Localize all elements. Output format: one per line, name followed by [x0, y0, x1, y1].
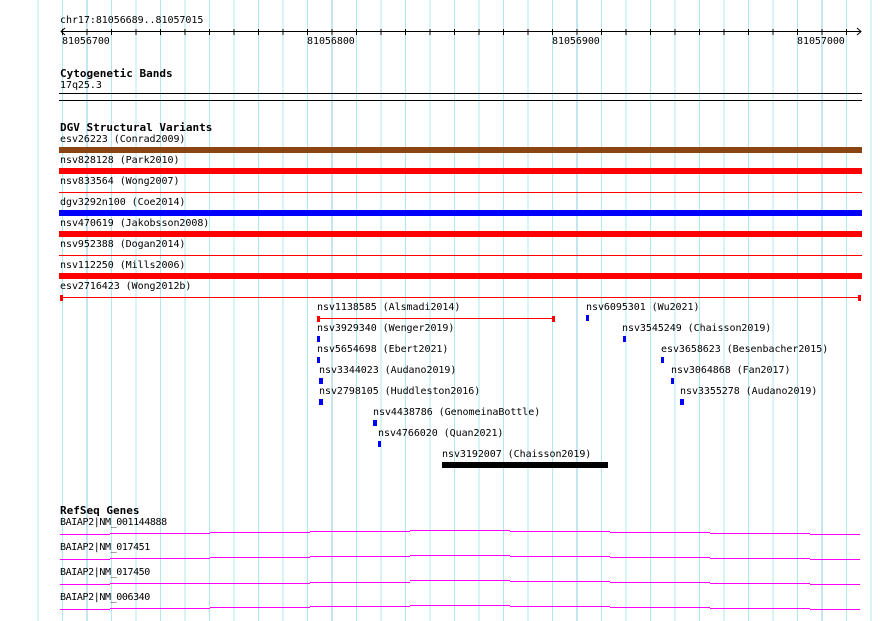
variant-block [661, 357, 664, 363]
variant-block [378, 441, 381, 447]
variant-start-cap [60, 295, 63, 301]
variant-end-cap [552, 316, 555, 322]
variant-end-cap [858, 295, 861, 301]
variant-label[interactable]: esv2716423 (Wong2012b) [60, 281, 192, 292]
ruler-right-arrow-icon [856, 27, 862, 36]
gene-label[interactable]: BAIAP2|NM_017450 [60, 567, 150, 578]
variant-label[interactable]: nsv5654698 (Ebert2021) [317, 344, 449, 355]
ruler-tick-label: 81056700 [62, 36, 110, 47]
variant-label[interactable]: nsv828128 (Park2010) [60, 155, 180, 166]
variant-block [671, 378, 674, 384]
variant-label[interactable]: nsv952388 (Dogan2014) [60, 239, 186, 250]
cytoband-track-title: Cytogenetic Bands [60, 67, 173, 80]
variant-bar [59, 231, 862, 237]
variant-bar [442, 462, 608, 468]
variant-label[interactable]: esv26223 (Conrad2009) [60, 134, 186, 145]
variant-label[interactable]: nsv4766020 (Quan2021) [378, 428, 504, 439]
variant-start-cap [317, 316, 320, 322]
gene-model [60, 555, 860, 560]
variant-label[interactable]: dgv3292n100 (Coe2014) [60, 197, 186, 208]
variant-label[interactable]: nsv2798105 (Huddleston2016) [319, 386, 481, 397]
variant-bar [59, 273, 862, 279]
variant-label[interactable]: nsv112250 (Mills2006) [60, 260, 186, 271]
variant-label[interactable]: nsv3355278 (Audano2019) [680, 386, 818, 397]
ruler-left-arrow-icon [60, 27, 66, 36]
variant-block [680, 399, 684, 405]
ruler-tick-label: 81056800 [307, 36, 355, 47]
ruler-location: chr17:81056689..81057015 [60, 15, 204, 26]
gene-model [60, 580, 860, 585]
dgv-track-title: DGV Structural Variants [60, 121, 213, 134]
variant-block [623, 336, 626, 342]
variant-block [319, 399, 323, 405]
variant-block [317, 357, 320, 363]
cytoband-label: 17q25.3 [60, 80, 102, 91]
variant-block [319, 378, 323, 384]
gene-label[interactable]: BAIAP2|NM_001144888 [60, 517, 167, 528]
gene-label[interactable]: BAIAP2|NM_006340 [60, 592, 150, 603]
ruler-tick-label: 81057000 [797, 36, 845, 47]
variant-bar [59, 147, 862, 153]
variant-label[interactable]: esv3658623 (Besenbacher2015) [661, 344, 829, 355]
variant-block [373, 420, 377, 426]
variant-label[interactable]: nsv4438786 (GenomeinaBottle) [373, 407, 541, 418]
variant-label[interactable]: nsv3064868 (Fan2017) [671, 365, 791, 376]
variant-label[interactable]: nsv6095301 (Wu2021) [586, 302, 700, 313]
variant-label[interactable]: nsv3929340 (Wenger2019) [317, 323, 455, 334]
variant-label[interactable]: nsv470619 (Jakobsson2008) [60, 218, 210, 229]
variant-bar [59, 168, 862, 174]
variant-block [317, 336, 320, 342]
variant-label[interactable]: nsv3192007 (Chaisson2019) [442, 449, 592, 460]
gene-model [60, 605, 860, 610]
variant-label[interactable]: nsv1138585 (Alsmadi2014) [317, 302, 461, 313]
variant-block [586, 315, 589, 321]
variant-label[interactable]: nsv833564 (Wong2007) [60, 176, 180, 187]
ruler-tick-label: 81056900 [552, 36, 600, 47]
gene-label[interactable]: BAIAP2|NM_017451 [60, 542, 150, 553]
variant-bar [59, 210, 862, 216]
refseq-track-title: RefSeq Genes [60, 504, 140, 517]
variant-label[interactable]: nsv3344023 (Audano2019) [319, 365, 457, 376]
gene-model [60, 530, 860, 535]
variant-label[interactable]: nsv3545249 (Chaisson2019) [622, 323, 772, 334]
